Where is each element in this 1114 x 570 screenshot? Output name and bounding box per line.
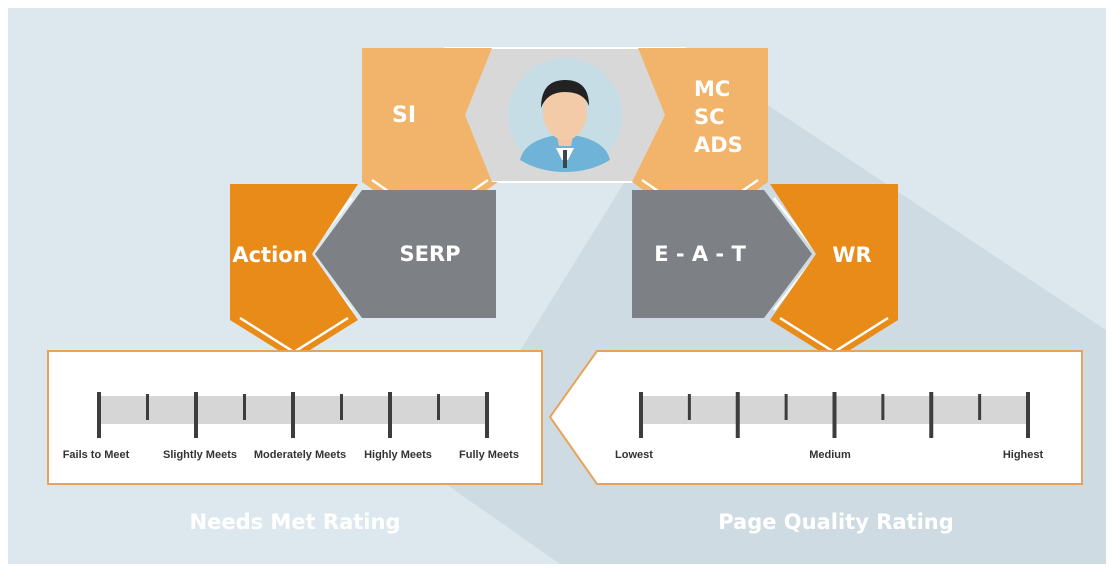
eat-label: E - A - T [654,242,746,266]
needs-met-title: Needs Met Rating [190,510,401,534]
needs-met-label-fully: Fully Meets [459,449,519,461]
si-label: SI [392,103,416,128]
eat-block [632,190,812,318]
needs-met-label-highly: Highly Meets [364,449,432,461]
needs-met-ticks [97,392,489,438]
action-label: Action [232,243,307,267]
page-quality-label-lowest: Lowest [615,449,653,461]
page-quality-label-highest: Highest [1003,449,1044,461]
needs-met-label-slightly: Slightly Meets [163,449,237,461]
content-block [632,48,768,230]
person-avatar-icon [508,58,622,172]
needs-met-label-fails: Fails to Meet [63,449,130,461]
content-line-mc: MC [694,77,730,101]
right-flow: MC SC ADS E - A - T WR [632,48,898,360]
page-quality-ticks [639,392,1030,438]
serp-label: SERP [399,242,460,266]
page-quality-rating: Lowest Medium Highest [548,350,1083,485]
needs-met-rating: Fails to Meet Slightly Meets Moderately … [47,350,543,485]
wr-block [770,184,898,360]
wr-label: WR [832,243,871,267]
page-quality-title: Page Quality Rating [718,510,954,534]
page-quality-label-medium: Medium [809,449,851,461]
action-block [230,184,358,360]
needs-met-label-moderately: Moderately Meets [254,449,346,461]
si-block [362,48,498,230]
content-line-sc: SC [694,105,725,129]
content-line-ads: ADS [694,133,743,157]
left-flow: SI SERP Action [230,48,498,360]
user-avatar-block [413,47,717,183]
serp-block [315,190,496,318]
